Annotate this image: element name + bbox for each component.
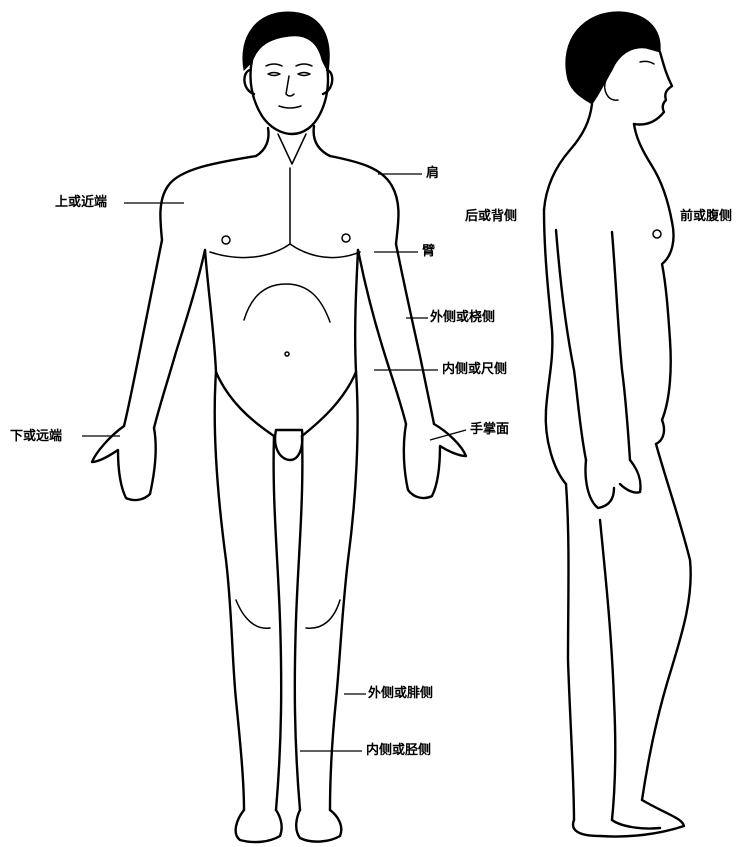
label-anterior-ventral: 前或腹侧 (680, 210, 732, 223)
side-hand (586, 460, 641, 508)
side-feet (573, 800, 684, 837)
front-view-figure (92, 12, 466, 842)
front-left-leg (215, 372, 244, 810)
leader-palmar (430, 430, 466, 440)
side-hair (566, 12, 660, 104)
front-feet (236, 810, 342, 842)
front-left-arm (124, 240, 205, 428)
front-hair (243, 12, 329, 72)
label-medial-ulnar: 内侧或尺侧 (442, 363, 507, 376)
label-posterior-dorsal: 后或背侧 (465, 210, 517, 223)
front-torso (160, 156, 398, 244)
label-lateral-fibular: 外侧或腓侧 (368, 687, 433, 700)
front-head (250, 60, 328, 134)
label-palmar: 手掌面 (470, 423, 509, 436)
label-arm: 臂 (422, 245, 435, 258)
front-right-hand (404, 424, 466, 498)
side-legs (566, 444, 691, 820)
label-medial-tibial: 内侧或胫侧 (366, 744, 431, 757)
front-right-arm (358, 244, 434, 424)
side-arm (556, 230, 630, 460)
front-right-leg (330, 372, 358, 810)
label-shoulder: 肩 (426, 167, 439, 180)
side-view-figure (544, 12, 691, 837)
label-lateral-radial: 外侧或桡侧 (430, 311, 495, 324)
label-upper-proximal: 上或近端 (55, 196, 107, 209)
label-lower-distal: 下或远端 (10, 430, 62, 443)
front-left-hand (92, 426, 156, 500)
